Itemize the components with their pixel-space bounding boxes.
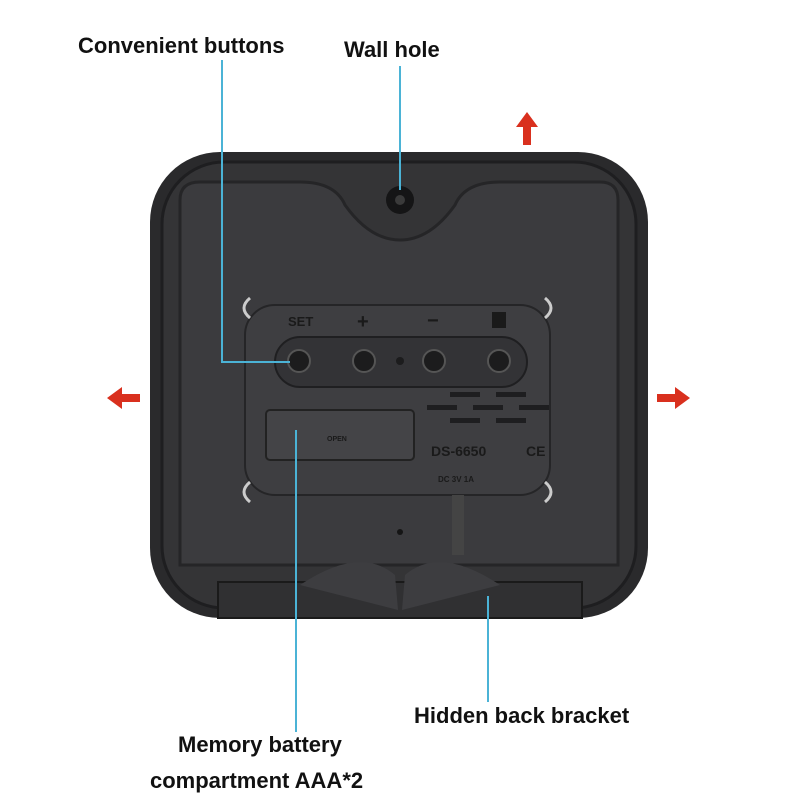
hidden-back-bracket	[217, 581, 583, 619]
leader-lines	[221, 60, 489, 732]
alarm-icon	[492, 312, 506, 328]
ce-mark: CE	[526, 443, 545, 459]
plus-label: +	[357, 311, 369, 333]
set-button	[287, 349, 311, 373]
control-plate	[244, 304, 551, 496]
light-sensor	[396, 357, 404, 365]
minus-button	[422, 349, 446, 373]
arrow-right-icon	[657, 387, 690, 409]
arrows	[107, 112, 690, 409]
power-rating: DC 3V 1A	[438, 475, 474, 484]
model-number: DS-6650	[431, 443, 486, 459]
set-label: SET	[288, 314, 313, 329]
callout-battery-line2: compartment AAA*2	[150, 768, 364, 793]
arrow-left-icon	[107, 387, 140, 409]
callout-convenient-buttons: Convenient buttons	[78, 33, 285, 58]
callout-battery-line1: Memory battery	[178, 732, 342, 757]
plus-button	[352, 349, 376, 373]
svg-text:OPEN: OPEN	[327, 436, 347, 443]
alarm-button	[487, 349, 511, 373]
callout-wall-hole: Wall hole	[344, 37, 440, 62]
callout-hidden-back-bracket: Hidden back bracket	[414, 703, 630, 728]
battery-cover	[265, 409, 415, 461]
minus-label: −	[427, 310, 439, 332]
arrow-up-icon	[516, 112, 538, 145]
